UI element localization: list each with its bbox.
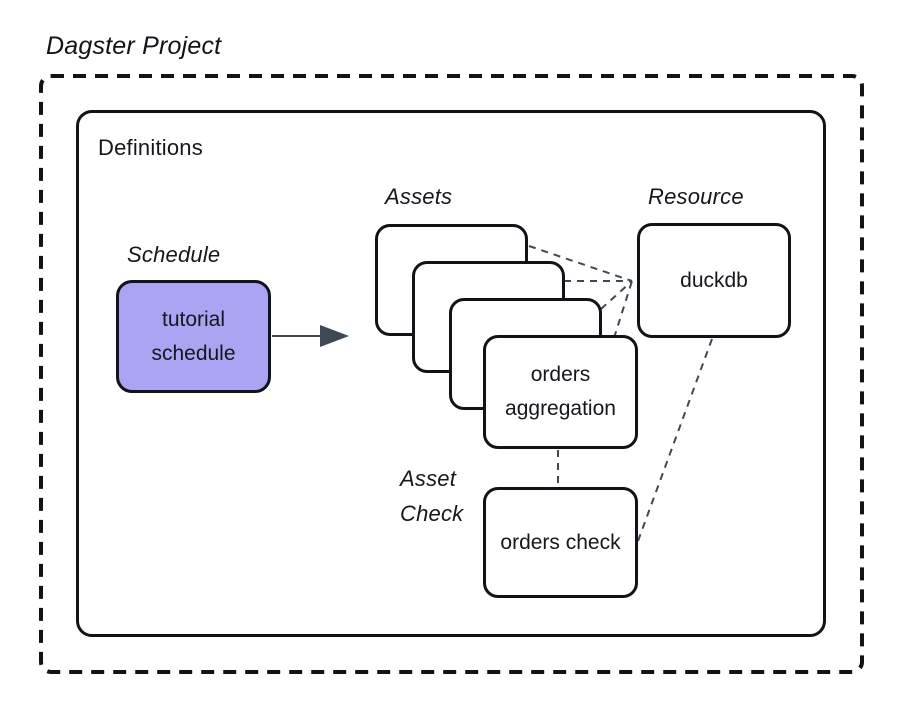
orders-aggregation-node: orders aggregation xyxy=(483,335,638,449)
duckdb-label: duckdb xyxy=(680,268,748,292)
duckdb-to-orders-check-connector xyxy=(637,338,713,542)
asset-check-label: Asset Check xyxy=(400,466,464,527)
tutorial-schedule-node: tutorial schedule xyxy=(116,280,271,393)
orders-aggregation-label: orders aggregation xyxy=(505,363,616,420)
schedule-to-assets-arrow-head xyxy=(320,325,349,347)
asset1-to-duckdb-connector xyxy=(528,245,633,282)
duckdb-node: duckdb xyxy=(637,223,791,338)
definitions-label: Definitions xyxy=(98,135,203,160)
orders-check-node: orders check xyxy=(483,487,638,598)
resource-label: Resource xyxy=(648,184,744,209)
dagster-project-boundary xyxy=(39,74,864,674)
diagram-title: Dagster Project xyxy=(46,32,222,60)
definitions-container xyxy=(76,110,826,637)
assets-label: Assets xyxy=(385,184,453,209)
orders-aggregation-to-duckdb-connector xyxy=(613,280,633,339)
asset3-to-duckdb-connector xyxy=(600,280,633,310)
tutorial-schedule-label: tutorial schedule xyxy=(151,307,236,365)
orders-check-label: orders check xyxy=(500,530,621,554)
schedule-label: Schedule xyxy=(127,242,221,267)
